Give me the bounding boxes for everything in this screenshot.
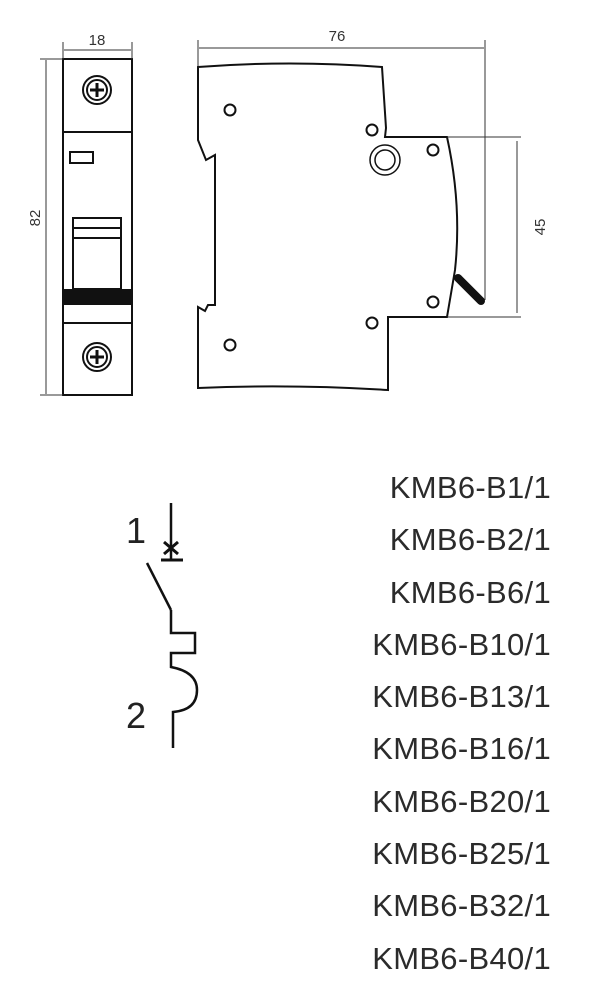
- model-item: KMB6-B1/1: [389, 470, 551, 505]
- front-view: [62, 58, 133, 396]
- rivet-icon: [223, 103, 440, 352]
- test-button: [369, 144, 401, 176]
- terminal-2-label: 2: [126, 695, 146, 736]
- side-body: [197, 62, 459, 392]
- screw-icon: [82, 342, 112, 372]
- handle: [454, 274, 485, 305]
- toggle-height-dimension: 45: [532, 219, 549, 236]
- model-item: KMB6-B10/1: [372, 626, 551, 662]
- model-item: KMB6-B2/1: [389, 522, 551, 558]
- toggle-lever: [72, 217, 122, 290]
- model-item: KMB6-B13/1: [372, 679, 551, 715]
- front-body: [62, 58, 133, 396]
- width-dimension: 18: [89, 32, 106, 49]
- depth-dimension: 76: [329, 28, 346, 45]
- circuit-breaker-symbol: [145, 503, 199, 748]
- dimension-lines-front: [40, 42, 133, 396]
- black-band: [63, 289, 132, 305]
- screw-icon: [82, 75, 112, 105]
- indicator-window: [69, 151, 94, 164]
- model-list: KMB6-B1/1 KMB6-B2/1 KMB6-B6/1 KMB6-B10/1…: [372, 462, 551, 985]
- model-item: KMB6-B6/1: [389, 574, 551, 610]
- dimension-lines-side: [197, 40, 521, 318]
- model-item: KMB6-B32/1: [372, 888, 551, 924]
- model-item: KMB6-B25/1: [372, 836, 551, 872]
- terminal-1-label: 1: [126, 510, 146, 551]
- model-item: KMB6-B20/1: [372, 783, 551, 819]
- side-view: [197, 62, 485, 392]
- height-dimension: 82: [27, 210, 44, 227]
- model-item: KMB6-B16/1: [372, 731, 551, 767]
- model-item: KMB6-B40/1: [372, 940, 551, 976]
